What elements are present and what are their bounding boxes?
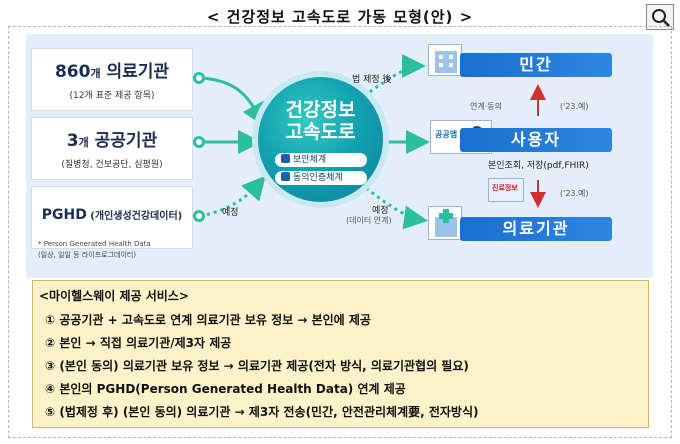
connector-dot-2 [193, 136, 205, 148]
destination-user: 사용자 [460, 128, 612, 152]
service-item-5: ⑤ (법제정 후) (본인 동의) 의료기관 → 제3자 전송(민간, 안전관리… [45, 405, 479, 419]
source-public-institutions: 3개 공공기관 (질병청, 건보공단, 심평원) [31, 117, 193, 180]
label-planned-left: 예정 [222, 208, 239, 218]
source-public-label: 3개 공공기관 [66, 131, 158, 151]
hub-title: 건강정보 고속도로 [285, 99, 356, 143]
source-public-sub: (질병청, 건보공단, 심평원) [61, 160, 163, 170]
monitor-icon: 진료정보 [488, 178, 524, 202]
source-pghd: PGHD (개인생성건강데이터) [31, 186, 193, 249]
destination-private: 민간 [460, 53, 612, 77]
health-info-highway-hub: 건강정보 고속도로 보안체계 동의인증체계 [258, 77, 383, 202]
service-item-4: ④ 본인의 PGHD(Person Generated Health Data)… [45, 382, 406, 396]
label-year-bottom: ('23.예) [560, 189, 589, 198]
label-linkage-consent: 연계·동의 [470, 102, 502, 111]
page-title: < 건강정보 고속도로 가동 모형(안) > [206, 8, 474, 26]
diagram-frame [8, 26, 672, 438]
connector-dot-1 [193, 72, 205, 84]
label-year-top: ('23.예) [560, 102, 589, 111]
service-item-3: ③ (본인 동의) 의료기관 보유 정보 → 의료기관 제공(전자 방식, 의료… [45, 359, 469, 373]
service-item-2: ② 본인 → 직접 의료기관/제3자 제공 [45, 336, 232, 350]
label-planned-right: 예정 [372, 206, 389, 216]
label-data-linkage: (데이터 연계) [346, 216, 392, 225]
destination-medical: 의료기관 [460, 217, 612, 241]
hub-pill-security: 보안체계 [275, 153, 367, 167]
source-pghd-label: PGHD (개인생성건강데이터) [41, 207, 183, 223]
shield-icon [281, 154, 290, 163]
source-860-label: 860개 의료기관 [54, 62, 170, 82]
footnote: * Person Generated Health Data (일상, 일일 등… [38, 240, 151, 259]
connector-dot-3 [193, 210, 205, 222]
hub-pill-consent: 동의인증체계 [275, 171, 367, 185]
user-icon-label: 공공앱 [435, 130, 458, 139]
monitor-label: 진료정보 [492, 184, 518, 192]
services-box: <마이헬스웨이 제공 서비스> ① 공공기관 + 고속도로 연계 의료기관 보유… [32, 280, 649, 428]
check-icon [281, 172, 290, 181]
service-item-1: ① 공공기관 + 고속도로 연계 의료기관 보유 정보 → 본인에 제공 [45, 313, 371, 327]
label-self-query: 본인조회, 저장(pdf,FHIR) [488, 161, 589, 171]
hospital-icon [428, 206, 462, 240]
source-860-sub: (12개 표준 제공 항목) [69, 91, 155, 101]
search-icon[interactable] [646, 4, 674, 30]
label-law-after: 법 제정 後 [352, 75, 392, 85]
hospital-icon [428, 44, 462, 76]
source-860-hospitals: 860개 의료기관 (12개 표준 제공 항목) [31, 48, 193, 111]
services-title: <마이헬스웨이 제공 서비스> [39, 289, 189, 303]
